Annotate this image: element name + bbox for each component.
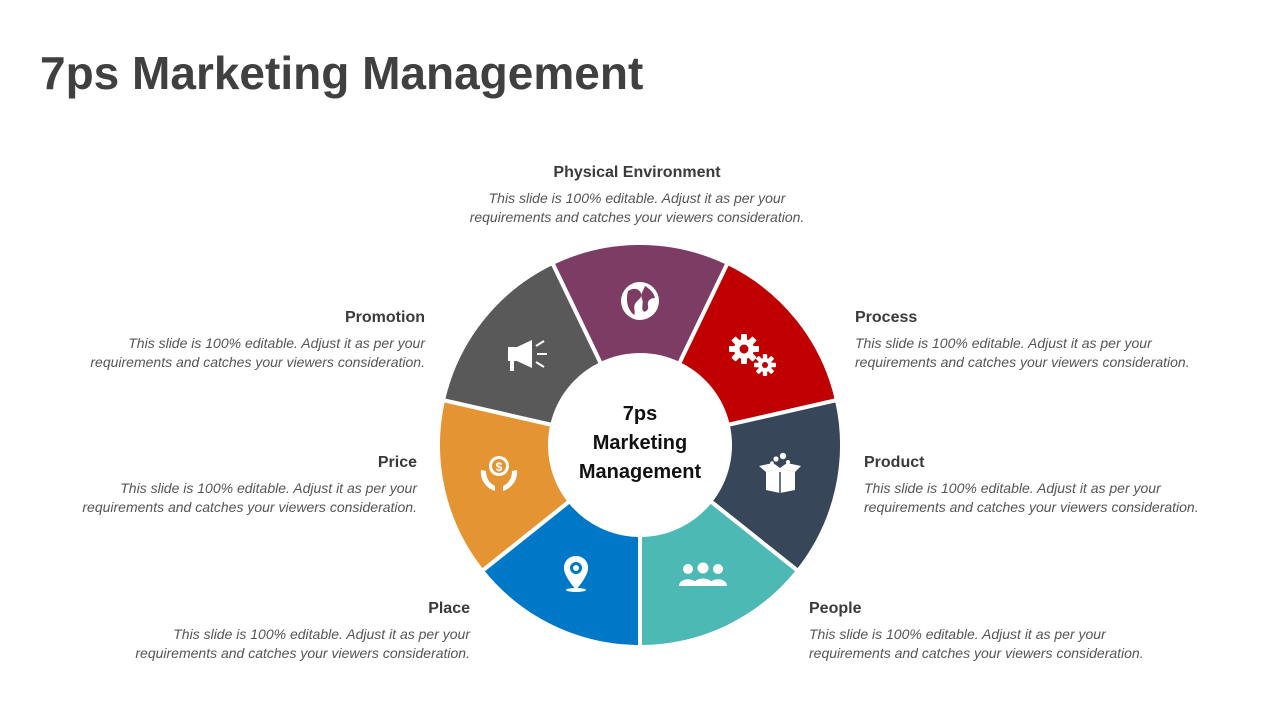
price-label: Price This slide is 100% editable. Adjus… [17,453,417,517]
description-line: This slide is 100% editable. Adjust it a… [120,480,417,496]
physical-environment-description: This slide is 100% editable. Adjust it a… [437,189,837,227]
place-heading: Place [428,600,470,617]
description-line: This slide is 100% editable. Adjust it a… [173,626,470,642]
place-label: Place This slide is 100% editable. Adjus… [70,599,470,663]
description-line: requirements and catches your viewers co… [864,499,1199,515]
process-description: This slide is 100% editable. Adjust it a… [855,334,1255,372]
price-description: This slide is 100% editable. Adjust it a… [17,479,417,517]
promotion-heading: Promotion [345,309,425,326]
globe-icon [621,282,659,320]
description-line: This slide is 100% editable. Adjust it a… [855,335,1152,351]
price-heading: Price [377,454,417,471]
process-heading: Process [855,309,918,326]
people-description: This slide is 100% editable. Adjust it a… [809,625,1209,663]
center-label-line-2: Marketing [592,432,688,454]
description-line: requirements and catches your viewers co… [469,209,805,225]
svg-text:$: $ [496,460,503,474]
description-line: requirements and catches your viewers co… [90,354,425,370]
description-line: This slide is 100% editable. Adjust it a… [488,190,786,206]
place-description: This slide is 100% editable. Adjust it a… [70,625,470,663]
description-line: requirements and catches your viewers co… [855,354,1190,370]
process-label: Process This slide is 100% editable. Adj… [855,308,1255,372]
description-line: This slide is 100% editable. Adjust it a… [128,335,425,351]
center-label: 7ps Marketing Management [560,400,720,487]
description-line: This slide is 100% editable. Adjust it a… [864,480,1161,496]
gears-icon [729,334,776,376]
promotion-description: This slide is 100% editable. Adjust it a… [25,334,425,372]
physical-environment-heading: Physical Environment [553,164,721,181]
center-label-line-1: 7ps [622,403,658,425]
physical-environment-label: Physical Environment This slide is 100% … [437,163,837,227]
location-pin-icon [564,556,588,592]
promotion-label: Promotion This slide is 100% editable. A… [25,308,425,372]
people-icon [679,562,727,586]
money-hands-icon: $ [480,456,518,491]
product-heading: Product [864,454,925,471]
product-label: Product This slide is 100% editable. Adj… [864,453,1264,517]
page-title: 7ps Marketing Management [40,47,644,99]
center-label-line-3: Management [578,461,702,483]
description-line: requirements and catches your viewers co… [135,645,470,661]
description-line: This slide is 100% editable. Adjust it a… [809,626,1106,642]
description-line: requirements and catches your viewers co… [82,499,417,515]
megaphone-icon [508,340,547,371]
product-description: This slide is 100% editable. Adjust it a… [864,479,1264,517]
center-circle [550,355,730,535]
people-heading: People [809,600,862,617]
box-icon [759,452,801,493]
description-line: requirements and catches your viewers co… [809,645,1144,661]
people-label: People This slide is 100% editable. Adju… [809,599,1209,663]
